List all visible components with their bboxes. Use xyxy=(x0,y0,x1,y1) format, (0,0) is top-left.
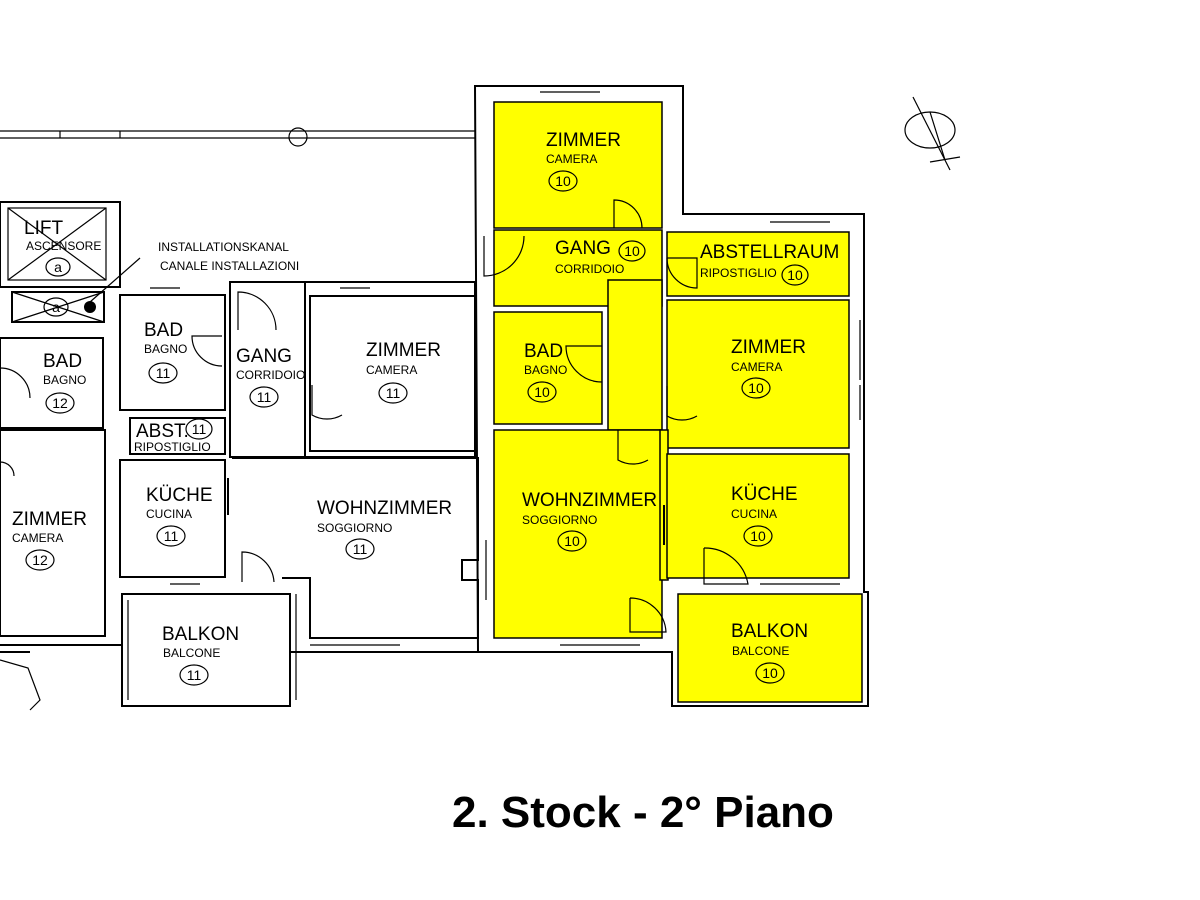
walkway xyxy=(0,127,475,147)
svg-text:a: a xyxy=(52,299,60,315)
room-label-balkon-11: BALKON BALCONE 11 xyxy=(162,624,239,686)
room-label-zimmer-11: ZIMMER CAMERA 11 xyxy=(366,340,441,404)
svg-text:10: 10 xyxy=(762,665,778,681)
svg-text:BALCONE: BALCONE xyxy=(732,644,789,658)
room-label-zimmer-b-10: ZIMMER CAMERA 10 xyxy=(731,337,806,399)
svg-text:ZIMMER: ZIMMER xyxy=(546,130,621,151)
svg-text:ASCENSORE: ASCENSORE xyxy=(26,239,101,253)
room-gang-spine xyxy=(607,279,663,431)
svg-text:RIPOSTIGLIO: RIPOSTIGLIO xyxy=(134,440,211,454)
room-bad xyxy=(493,311,603,425)
svg-text:CANALE INSTALLAZIONI: CANALE INSTALLAZIONI xyxy=(160,259,299,273)
svg-text:CAMERA: CAMERA xyxy=(366,363,417,377)
svg-text:12: 12 xyxy=(32,552,48,568)
room-label-abstellraum-10: ABSTELLRAUM RIPOSTIGLIO 10 xyxy=(700,242,839,286)
svg-text:CAMERA: CAMERA xyxy=(546,152,597,166)
room-label-bad-11: BAD BAGNO 11 xyxy=(144,320,187,384)
unit10-rooms xyxy=(483,101,863,703)
lift-label: LIFT ASCENSORE a xyxy=(24,218,101,277)
room-label-bad-10: BAD BAGNO 10 xyxy=(524,341,567,403)
room-label-gang-10: GANG CORRIDOIO 10 xyxy=(555,238,646,276)
svg-text:BAD: BAD xyxy=(524,341,563,362)
svg-text:11: 11 xyxy=(187,667,202,683)
svg-text:11: 11 xyxy=(257,389,272,405)
svg-text:CORRIDOIO: CORRIDOIO xyxy=(236,368,305,382)
room-wohnzimmer xyxy=(493,429,663,639)
svg-text:INSTALLATIONSKANAL: INSTALLATIONSKANAL xyxy=(158,240,289,254)
room-label-kueche-11: KÜCHE CUCINA 11 xyxy=(146,485,213,547)
svg-text:BAD: BAD xyxy=(43,351,82,372)
svg-text:RIPOSTIGLIO: RIPOSTIGLIO xyxy=(700,266,777,280)
svg-text:12: 12 xyxy=(52,395,68,411)
svg-text:KÜCHE: KÜCHE xyxy=(731,484,798,505)
svg-text:10: 10 xyxy=(534,384,550,400)
room-kueche xyxy=(666,453,850,579)
room-zimmer-b xyxy=(666,299,850,449)
svg-text:CUCINA: CUCINA xyxy=(731,507,777,521)
svg-text:WOHNZIMMER: WOHNZIMMER xyxy=(317,498,452,519)
unit10-walls xyxy=(473,85,869,707)
svg-text:ZIMMER: ZIMMER xyxy=(731,337,806,358)
svg-text:BAGNO: BAGNO xyxy=(144,342,187,356)
svg-text:11: 11 xyxy=(156,365,171,381)
duct-label: a INSTALLATIONSKANAL CANALE INSTALLAZION… xyxy=(43,240,299,317)
svg-text:ABST.: ABST. xyxy=(136,421,189,442)
svg-text:CORRIDOIO: CORRIDOIO xyxy=(555,262,624,276)
svg-text:10: 10 xyxy=(748,380,764,396)
svg-text:LIFT: LIFT xyxy=(24,218,63,239)
svg-text:a: a xyxy=(54,259,62,275)
room-label-abst-11: ABST. RIPOSTIGLIO 11 xyxy=(134,418,213,454)
svg-text:11: 11 xyxy=(353,541,368,557)
room-label-zimmer-12: ZIMMER CAMERA 12 xyxy=(12,509,87,571)
svg-text:GANG: GANG xyxy=(236,346,292,367)
page-title: 2. Stock - 2° Piano xyxy=(452,788,834,837)
svg-text:GANG: GANG xyxy=(555,238,611,259)
svg-text:CAMERA: CAMERA xyxy=(12,531,63,545)
svg-text:11: 11 xyxy=(164,528,179,544)
svg-text:11: 11 xyxy=(192,421,207,437)
svg-text:SOGGIORNO: SOGGIORNO xyxy=(317,521,392,535)
svg-text:BAGNO: BAGNO xyxy=(524,363,567,377)
svg-text:BALKON: BALKON xyxy=(731,621,808,642)
svg-text:11: 11 xyxy=(386,385,401,401)
svg-text:10: 10 xyxy=(750,528,766,544)
svg-text:KÜCHE: KÜCHE xyxy=(146,485,213,506)
room-label-wohnzimmer-10: WOHNZIMMER SOGGIORNO 10 xyxy=(522,490,657,552)
svg-text:CUCINA: CUCINA xyxy=(146,507,192,521)
room-label-balkon-10: BALKON BALCONE 10 xyxy=(731,621,808,684)
svg-text:10: 10 xyxy=(564,533,580,549)
svg-text:CAMERA: CAMERA xyxy=(731,360,782,374)
svg-text:BALCONE: BALCONE xyxy=(163,646,220,660)
svg-text:BAD: BAD xyxy=(144,320,183,341)
svg-text:WOHNZIMMER: WOHNZIMMER xyxy=(522,490,657,511)
north-arrow-icon xyxy=(904,96,961,171)
svg-text:ZIMMER: ZIMMER xyxy=(366,340,441,361)
room-label-kueche-10: KÜCHE CUCINA 10 xyxy=(731,484,798,547)
room-zimmer-a xyxy=(493,101,663,229)
room-label-zimmer-a-10: ZIMMER CAMERA 10 xyxy=(546,130,621,192)
svg-text:ZIMMER: ZIMMER xyxy=(12,509,87,530)
svg-text:SOGGIORNO: SOGGIORNO xyxy=(522,513,597,527)
svg-text:10: 10 xyxy=(555,173,571,189)
room-balkon xyxy=(677,593,863,703)
svg-text:BAGNO: BAGNO xyxy=(43,373,86,387)
room-label-gang-11: GANG CORRIDOIO 11 xyxy=(236,346,305,408)
svg-text:10: 10 xyxy=(624,243,640,259)
svg-text:10: 10 xyxy=(787,267,803,283)
room-label-wohnzimmer-11: WOHNZIMMER SOGGIORNO 11 xyxy=(317,498,452,560)
svg-text:BALKON: BALKON xyxy=(162,624,239,645)
svg-text:ABSTELLRAUM: ABSTELLRAUM xyxy=(700,242,839,263)
room-label-bad-12: BAD BAGNO 12 xyxy=(43,351,86,414)
